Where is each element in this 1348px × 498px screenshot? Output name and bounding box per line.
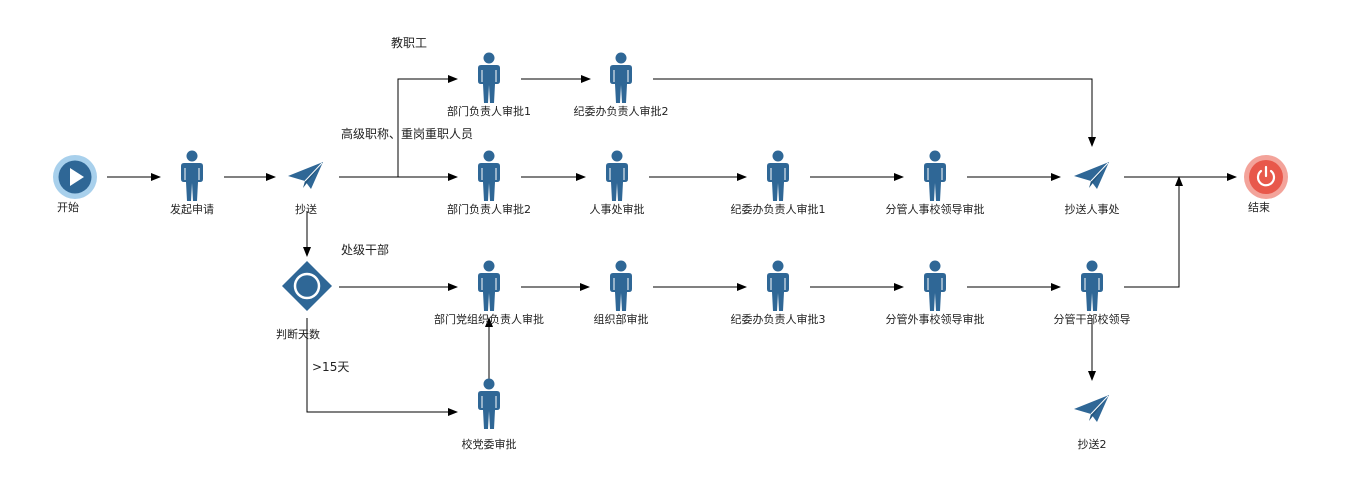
node-school[interactable]: 校党委审批 (462, 378, 517, 452)
person-icon (1081, 260, 1103, 311)
person-icon (924, 260, 946, 311)
node-label-party: 部门党组织负责人审批 (434, 312, 544, 326)
node-label-apply: 发起申请 (170, 202, 214, 216)
node-label-cchr: 抄送人事处 (1065, 202, 1120, 216)
node-dept1[interactable]: 部门负责人审批1 (447, 52, 531, 119)
node-label-jw2: 纪委办负责人审批2 (574, 104, 669, 118)
paper-plane-icon (1074, 395, 1109, 422)
person-icon (924, 150, 946, 201)
paper-plane-icon (288, 162, 323, 189)
power-icon (1244, 155, 1288, 199)
edge-label-cc1-to-dept2: 高级职称、重岗重职人员 (341, 126, 473, 141)
node-label-cc2: 抄送2 (1078, 437, 1107, 451)
node-cadre[interactable]: 分管干部校领导 (1054, 260, 1131, 327)
node-label-jw1: 纪委办负责人审批1 (731, 202, 826, 216)
node-label-dept2: 部门负责人审批2 (447, 202, 531, 216)
node-jw3[interactable]: 纪委办负责人审批3 (731, 260, 826, 327)
person-icon (767, 260, 789, 311)
node-hrleader[interactable]: 分管人事校领导审批 (886, 150, 985, 217)
person-icon (478, 52, 500, 103)
node-label-org: 组织部审批 (594, 312, 649, 326)
edge-judge-to-school[interactable] (306, 318, 458, 416)
node-jw1[interactable]: 纪委办负责人审批1 (731, 150, 826, 217)
play-circle-icon (53, 155, 97, 199)
node-label-hr: 人事处审批 (590, 202, 645, 216)
node-hr[interactable]: 人事处审批 (590, 150, 645, 217)
node-jw2[interactable]: 纪委办负责人审批2 (574, 52, 669, 119)
person-icon (181, 150, 203, 201)
node-label-start: 开始 (57, 200, 79, 214)
node-dept2[interactable]: 部门负责人审批2 (447, 150, 531, 217)
node-label-dept1: 部门负责人审批1 (447, 104, 531, 118)
node-judge[interactable]: 判断天数 (276, 261, 332, 341)
node-label-judge: 判断天数 (276, 327, 320, 341)
node-apply[interactable]: 发起申请 (170, 150, 214, 217)
node-cc2[interactable]: 抄送2 (1074, 395, 1109, 451)
edge-label-judge-to-party: 处级干部 (341, 242, 389, 257)
node-party[interactable]: 部门党组织负责人审批 (434, 260, 544, 327)
person-icon (478, 260, 500, 311)
node-label-school: 校党委审批 (462, 437, 517, 451)
person-icon (767, 150, 789, 201)
node-cchr[interactable]: 抄送人事处 (1065, 162, 1120, 216)
node-end[interactable]: 结束 (1244, 155, 1288, 214)
edge-jw2-to-cchr[interactable] (653, 78, 1096, 147)
node-label-cadre: 分管干部校领导 (1054, 312, 1131, 326)
person-icon (610, 52, 632, 103)
edge-cadre-to-end[interactable] (1124, 176, 1183, 288)
edge-label-cc1-to-dept1: 教职工 (391, 35, 427, 50)
node-label-cc1: 抄送 (295, 202, 317, 216)
node-extleader[interactable]: 分管外事校领导审批 (886, 260, 985, 327)
edge-label-judge-to-school: >15天 (312, 360, 349, 374)
node-cc1[interactable]: 抄送 (288, 162, 323, 216)
node-start[interactable]: 开始 (53, 155, 97, 214)
node-label-jw3: 纪委办负责人审批3 (731, 312, 826, 326)
node-org[interactable]: 组织部审批 (594, 260, 649, 327)
node-label-end: 结束 (1248, 201, 1270, 214)
node-label-extleader: 分管外事校领导审批 (886, 312, 985, 326)
gateway-diamond-icon (282, 261, 332, 311)
node-label-hrleader: 分管人事校领导审批 (886, 202, 985, 216)
person-icon (610, 260, 632, 311)
paper-plane-icon (1074, 162, 1109, 189)
person-icon (478, 150, 500, 201)
person-icon (606, 150, 628, 201)
person-icon (478, 378, 500, 429)
